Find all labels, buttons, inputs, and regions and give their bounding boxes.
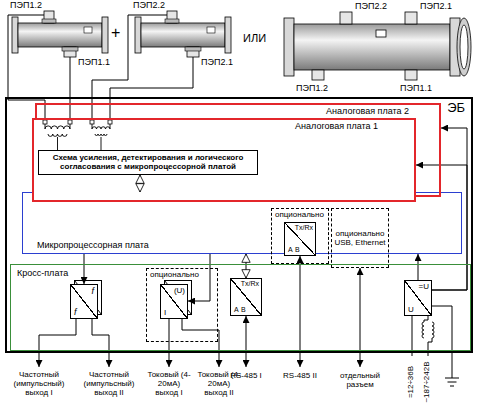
output-label: Токовый (4-20мА) выход I bbox=[146, 370, 192, 398]
converter-symbol: Tx/RxAB bbox=[284, 222, 316, 256]
node-text: B bbox=[241, 306, 246, 314]
option-box: опциональноI (U) bbox=[146, 268, 218, 342]
node-text: Микропроцессорная плата bbox=[37, 240, 149, 250]
node-text: опционально bbox=[150, 270, 199, 279]
output-label: RS-485 I bbox=[222, 371, 270, 380]
part-label: ПЭП1.2 bbox=[10, 0, 42, 10]
board-edges bbox=[36, 103, 441, 196]
converter-symbol: ff bbox=[70, 284, 98, 319]
connector bbox=[84, 254, 85, 284]
output-label: отдельный разъем bbox=[331, 371, 389, 389]
converter-symbol: Tx/RxAB bbox=[230, 278, 262, 316]
converter-symbol: =U U bbox=[404, 280, 432, 316]
option-box: опционально USB, Ethernet bbox=[331, 208, 389, 268]
option-box: опциональноTx/RxAB bbox=[271, 208, 329, 264]
node-text: A bbox=[234, 306, 239, 314]
board-outline: Микропроцессорная плата bbox=[22, 192, 462, 254]
node-text: Схема усиления, детектирования и логичес… bbox=[43, 153, 253, 171]
node-text: f bbox=[91, 286, 94, 296]
connector bbox=[418, 254, 419, 280]
output-label: RS-485 II bbox=[275, 371, 325, 380]
part-label: + bbox=[111, 24, 120, 42]
node-text: ЭБ bbox=[447, 101, 465, 116]
big-pipe bbox=[284, 12, 471, 80]
output-label: Частотный (импульсный) выход II bbox=[76, 370, 142, 398]
node-text: (U) bbox=[174, 286, 185, 295]
supply-label: =12÷36В bbox=[406, 357, 418, 407]
part-label: ПЭП1.1 bbox=[400, 83, 432, 93]
node-text: B bbox=[295, 246, 300, 254]
node-text: Аналоговая плата 1 bbox=[295, 121, 378, 131]
part-label: ПЭП1.1 bbox=[78, 57, 110, 67]
node-text: опционально bbox=[275, 210, 324, 219]
part-label: ПЭП2.2 bbox=[133, 0, 165, 10]
board-outline: Кросс-платаопциональноI(U)ffTx/RxAB=UU bbox=[10, 264, 471, 351]
connector bbox=[416, 165, 467, 290]
part-label: ПЭП2.1 bbox=[201, 57, 233, 67]
output-lines bbox=[39, 256, 459, 386]
part-label: ПЭП2.2 bbox=[355, 1, 387, 11]
node-text: f bbox=[74, 307, 77, 317]
supply-label: ~187÷242В bbox=[422, 357, 434, 407]
node-text: U bbox=[408, 305, 414, 314]
output-label: Частотный (импульсный) выход I bbox=[6, 370, 72, 398]
node-text: Tx/Rx bbox=[295, 224, 313, 232]
board-edges bbox=[22, 192, 462, 193]
node-text: A bbox=[288, 246, 293, 254]
board-outline: Аналоговая плата 1 Схема усиления, детект… bbox=[32, 118, 416, 202]
node-text: I bbox=[164, 308, 166, 317]
terminals bbox=[43, 120, 112, 124]
converter-symbol: I (U) bbox=[160, 284, 188, 319]
node-text: Кросс-плата bbox=[17, 268, 68, 278]
node-text: Tx/Rx bbox=[241, 280, 259, 288]
part-label: ИЛИ bbox=[243, 32, 266, 45]
bus-arrow bbox=[140, 175, 141, 192]
node-text: Аналоговая плата 2 bbox=[326, 106, 409, 116]
electronic-block: ЭБ Аналоговая плата 2 Аналоговая плата 1 Сх… bbox=[5, 97, 473, 353]
process-box: Схема усиления, детектирования и логичес… bbox=[38, 150, 258, 175]
part-label: ПЭП1.2 bbox=[296, 83, 328, 93]
part-label: ПЭП2.1 bbox=[420, 1, 452, 11]
bus-arrow bbox=[246, 254, 247, 278]
node-text: =U bbox=[419, 282, 429, 291]
node-text: опционально USB, Ethernet bbox=[334, 229, 386, 247]
